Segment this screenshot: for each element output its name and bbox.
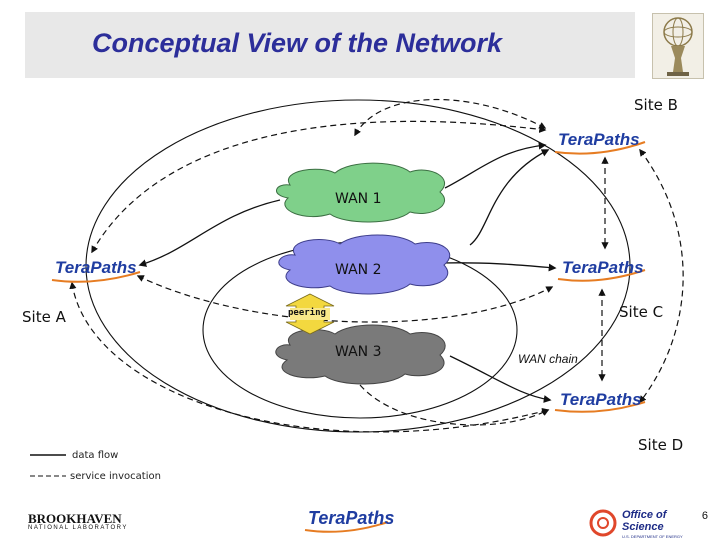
data-flow-wan3-d	[449, 355, 552, 403]
brookhaven-subtitle: NATIONAL LABORATORY	[28, 525, 128, 531]
data-flow-wan2-c	[439, 262, 557, 272]
service-arc-b-top	[354, 99, 547, 137]
service-invocation-arcs	[69, 99, 684, 433]
service-arc-inner-d	[359, 384, 550, 426]
peering-label: peering	[288, 308, 326, 318]
wan1-label: WAN 1	[335, 191, 382, 207]
wan1-cloud	[276, 162, 446, 223]
data-flow-wan1-b	[444, 141, 547, 189]
title-bar	[25, 12, 635, 78]
service-arc-b-d	[639, 148, 684, 404]
site-c-label: Site C	[619, 303, 664, 321]
oos-line2: Science	[622, 521, 664, 533]
office-of-science-logo: Office of Science U.S. DEPARTMENT OF ENE…	[582, 508, 683, 540]
page-title: Conceptual View of the Network	[92, 28, 503, 58]
office-of-science-emblem	[589, 509, 617, 537]
site-b-label: Site B	[634, 96, 678, 114]
terapaths-swooshes	[51, 141, 646, 533]
page-number: 6	[701, 510, 708, 522]
peering-arrow	[285, 293, 335, 335]
service-arc-a-d	[69, 281, 550, 433]
oos-line1: Office of	[622, 509, 667, 521]
wan2-label: WAN 2	[335, 262, 382, 278]
terapaths-logo-site-a: TeraPaths	[55, 258, 137, 277]
terapaths-logo-site-c: TeraPaths	[562, 258, 644, 277]
wan3-cloud	[275, 324, 446, 385]
legend-service-invocation: service invocation	[70, 471, 161, 482]
terapaths-logo-footer: TeraPaths	[308, 508, 395, 528]
wan3-label: WAN 3	[335, 344, 382, 360]
atlas-icon	[663, 17, 693, 76]
data-flow-wan2-b	[469, 149, 550, 246]
terapaths-logo-site-d: TeraPaths	[560, 390, 642, 409]
legend-data-flow: data flow	[72, 450, 119, 461]
oos-line3: U.S. DEPARTMENT OF ENERGY	[622, 534, 683, 539]
data-flow-a-wan1	[138, 199, 281, 267]
site-d-label: Site D	[638, 436, 684, 454]
atlas-statue-logo	[652, 13, 704, 79]
data-flow-lines	[138, 141, 557, 403]
wan2-cloud	[278, 234, 451, 295]
wan-chain-label: WAN chain	[518, 352, 578, 366]
brookhaven-logo: BROOKHAVEN NATIONAL LABORATORY	[28, 512, 128, 531]
brookhaven-name: BROOKHAVEN	[28, 511, 122, 526]
terapaths-logo-site-b: TeraPaths	[558, 130, 640, 149]
site-a-label: Site A	[22, 308, 66, 326]
